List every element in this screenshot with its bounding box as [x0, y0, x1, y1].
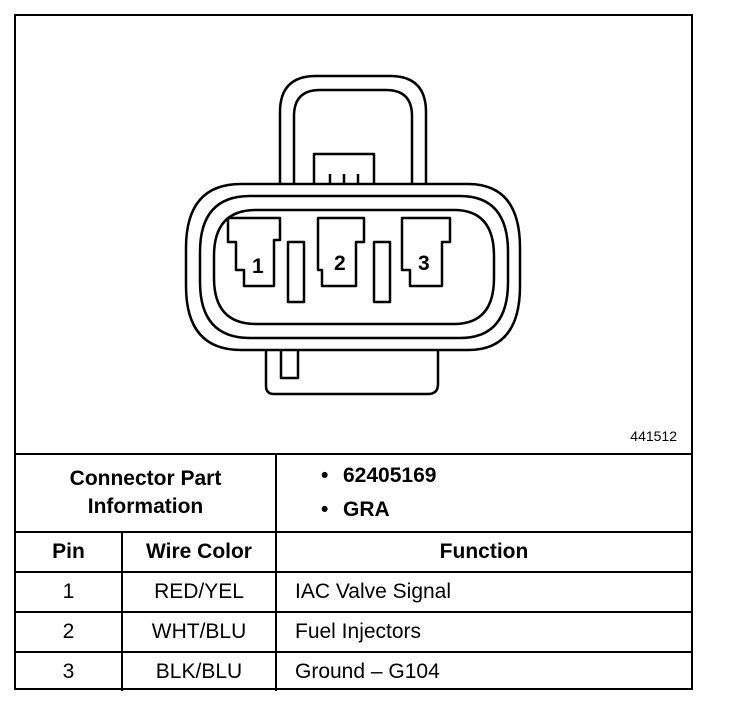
pin-label-1: 1 [252, 255, 264, 278]
pin-cavity-1 [226, 216, 282, 288]
part-info-values: 62405169 GRA [275, 453, 691, 533]
part-info-row: Connector Part Information 62405169 GRA [16, 453, 691, 533]
table-row: 3 BLK/BLU Ground – G104 [16, 651, 691, 691]
row-pin: 1 [16, 571, 123, 613]
connector-info-table: Connector Part Information 62405169 GRA … [16, 453, 691, 691]
connector-body [184, 182, 522, 352]
part-info-label: Connector Part Information [16, 453, 277, 533]
part-number: 62405169 [321, 459, 691, 493]
part-color-code: GRA [321, 493, 691, 527]
row-function: IAC Valve Signal [275, 571, 691, 613]
row-function: Fuel Injectors [275, 611, 691, 653]
row-wire-color: RED/YEL [121, 571, 277, 613]
header-function: Function [275, 531, 691, 573]
row-function: Ground – G104 [275, 651, 691, 691]
pin-cavity-2 [316, 216, 366, 288]
table-row: 1 RED/YEL IAC Valve Signal [16, 571, 691, 613]
row-wire-color: WHT/BLU [121, 611, 277, 653]
pin-label-2: 2 [334, 252, 346, 275]
connector-latch [292, 88, 414, 184]
connector-key [264, 350, 440, 396]
terminal-blade-2 [372, 240, 392, 304]
row-pin: 3 [16, 651, 123, 691]
connector-drawing: 1 2 3 [184, 74, 522, 396]
diagram-frame: 1 2 3 441512 Connector Part Information … [14, 14, 693, 691]
figure-number: 441512 [630, 428, 677, 444]
pin-cavity-3 [400, 216, 452, 288]
row-pin: 2 [16, 611, 123, 653]
header-wire-color: Wire Color [121, 531, 277, 573]
terminal-blade-1 [286, 240, 306, 304]
table-row: 2 WHT/BLU Fuel Injectors [16, 611, 691, 653]
header-pin: Pin [16, 531, 123, 573]
table-header-row: Pin Wire Color Function [16, 531, 691, 573]
row-wire-color: BLK/BLU [121, 651, 277, 691]
pin-label-3: 3 [418, 252, 430, 275]
